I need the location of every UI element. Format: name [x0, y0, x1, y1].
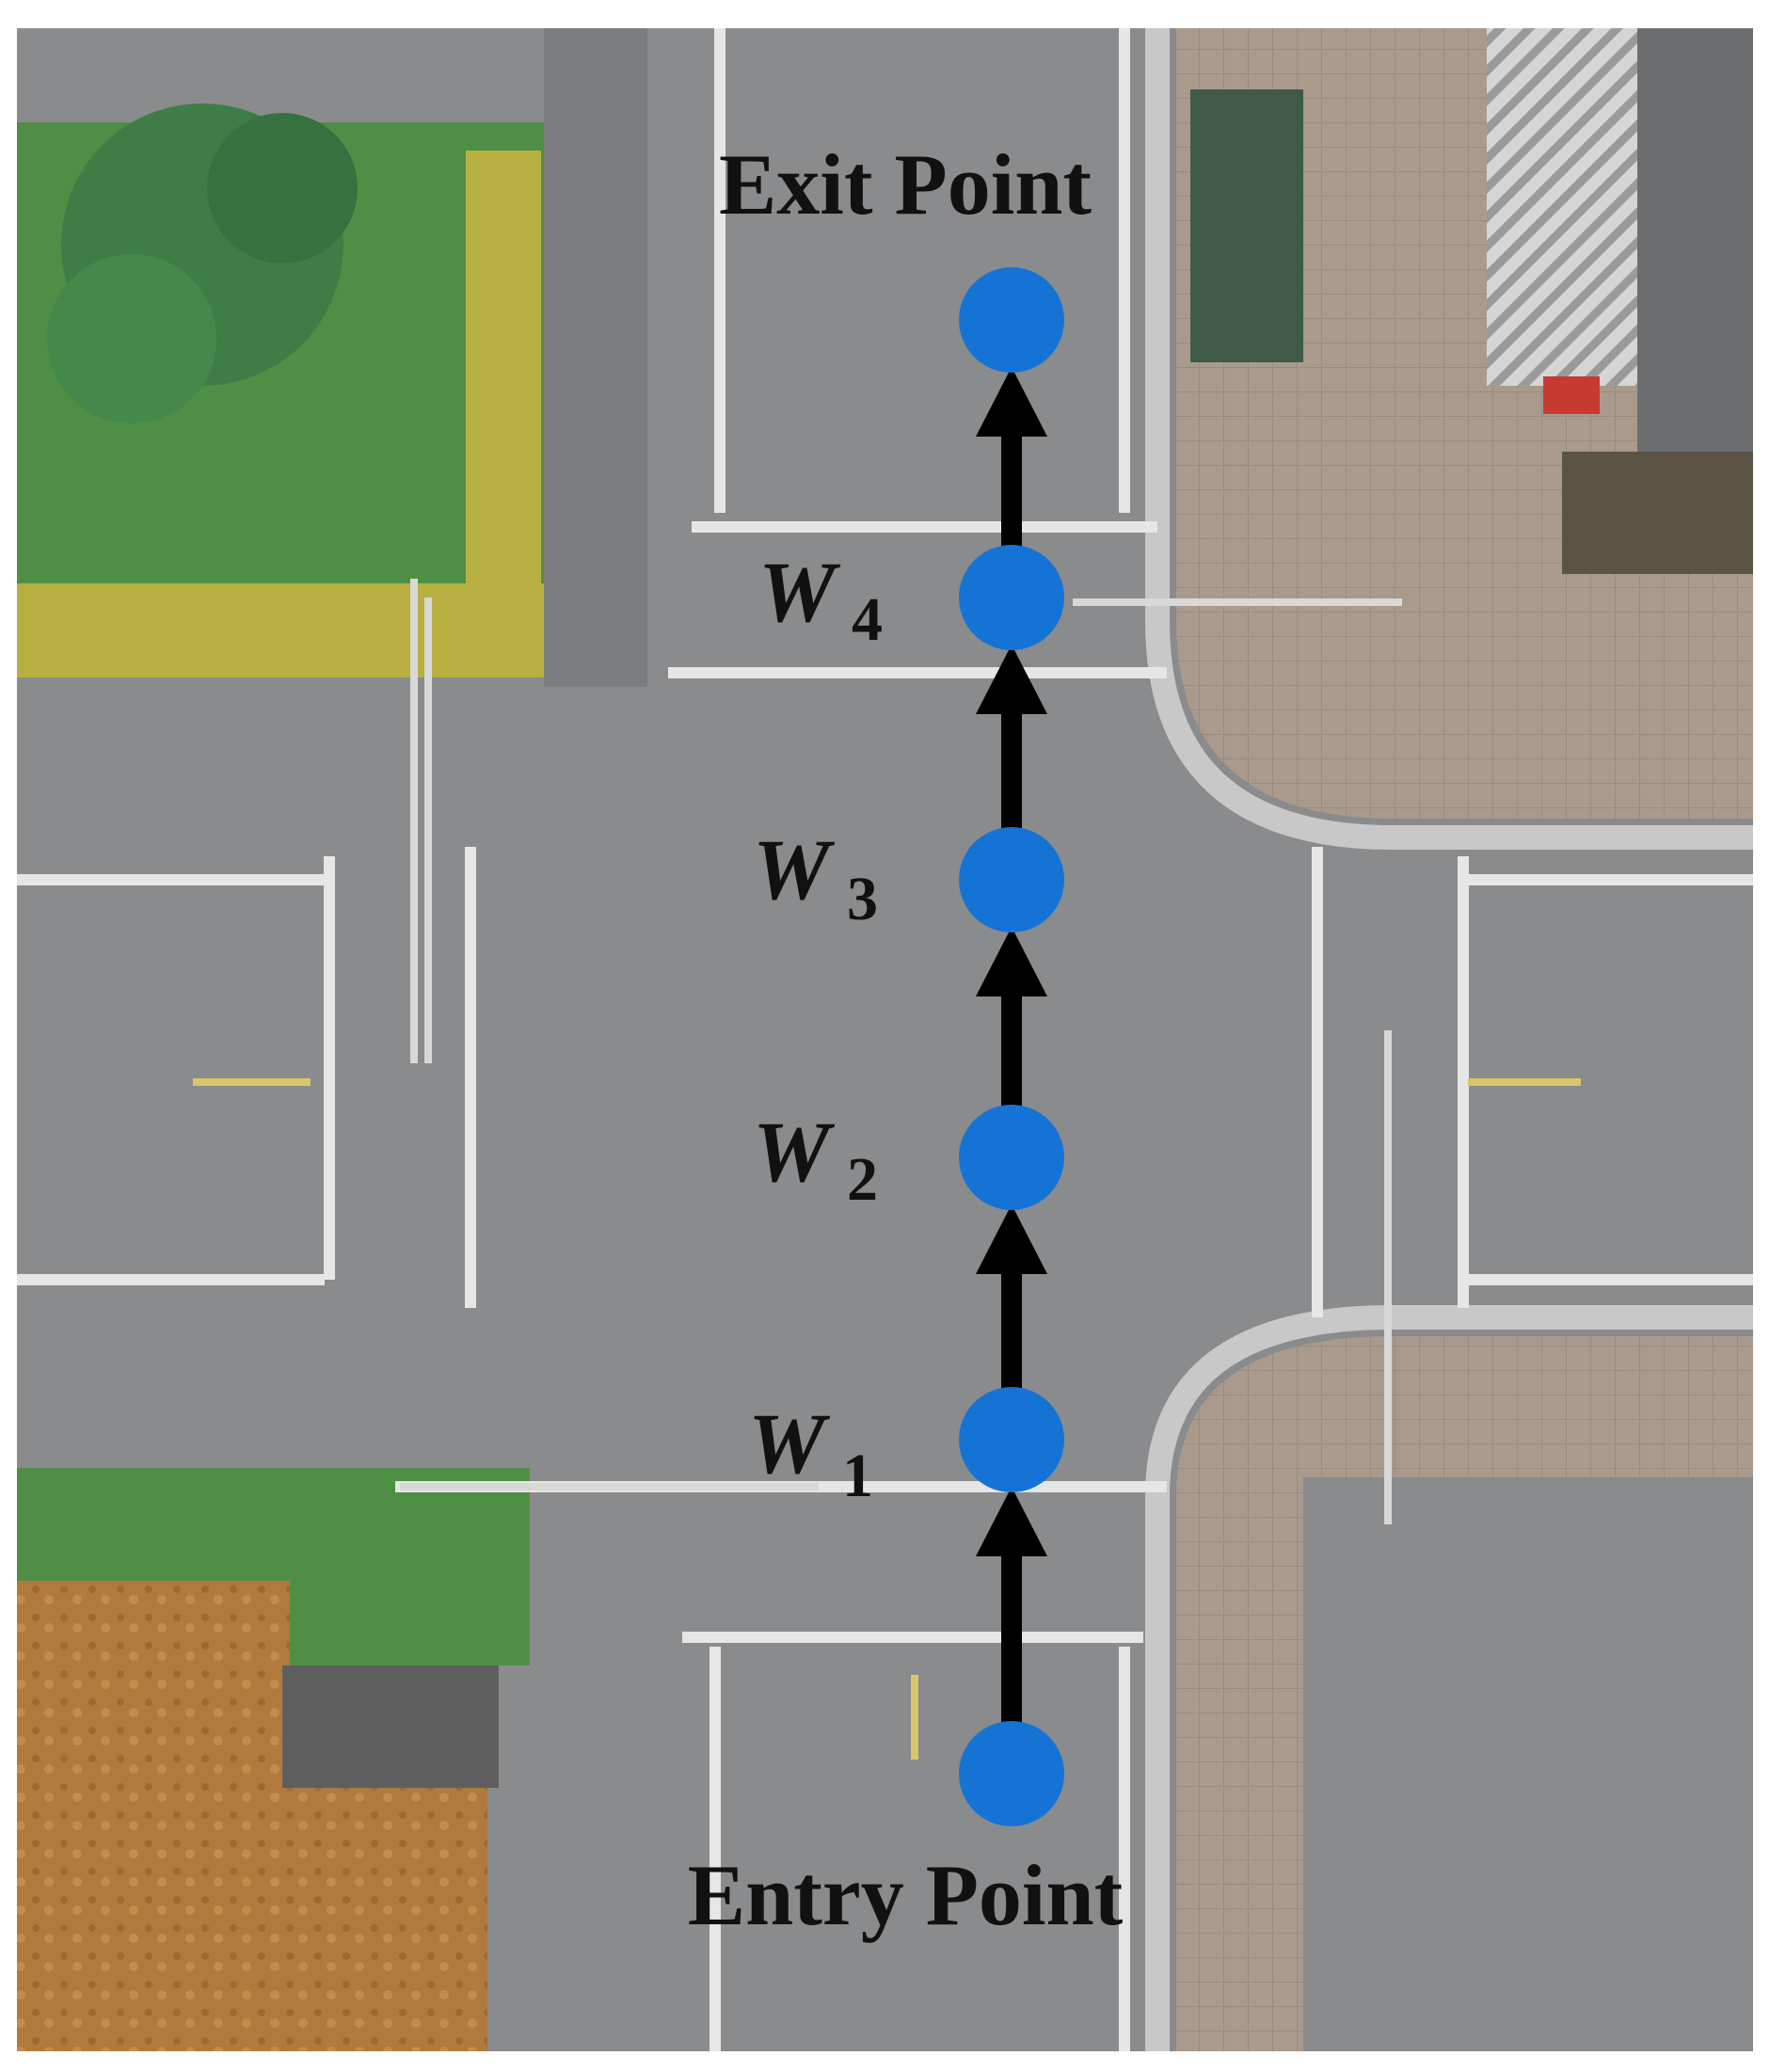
path-arrow-head — [976, 645, 1047, 714]
waypoint-label-w4: W 4 — [758, 544, 883, 654]
waypoint-subscript: 4 — [852, 585, 883, 654]
bottom-left-block — [17, 1468, 530, 2051]
entry-point-label: Entry Point — [688, 1847, 1124, 1943]
exit-point-label: Exit Point — [719, 136, 1092, 232]
path-arrow-head — [976, 1204, 1047, 1274]
waypoint-letter: W — [753, 821, 836, 917]
waypoint-subscript: 1 — [842, 1442, 873, 1510]
top-right-plaza — [1145, 28, 1753, 850]
waypoint-node-w2 — [959, 1105, 1064, 1210]
waypoint-node-w3 — [959, 827, 1064, 932]
waypoint-label-w3: W 3 — [753, 821, 878, 933]
path-arrow-head — [976, 367, 1047, 437]
waypoint-node-w1 — [959, 1387, 1064, 1492]
sidewalk-top-left — [544, 28, 647, 687]
waypoint-letter: W — [753, 1104, 836, 1200]
center-dashes — [193, 1078, 1581, 1760]
waypoint-subscript: 2 — [847, 1145, 878, 1214]
bottom-right-plaza — [1145, 1305, 1753, 2051]
waypoint-nodes — [959, 267, 1064, 1826]
waypoint-label-w2: W 2 — [753, 1104, 878, 1214]
waypoint-node-w4 — [959, 545, 1064, 650]
waypoint-label-w1: W 1 — [748, 1395, 873, 1510]
waypoint-letter: W — [758, 544, 841, 640]
street-poles — [400, 579, 1402, 1524]
exit-point-node — [959, 267, 1064, 373]
path-arrow-head — [976, 1487, 1047, 1556]
waypoint-letter: W — [748, 1395, 831, 1491]
top-left-park — [17, 104, 544, 677]
waypoint-subscript: 3 — [847, 865, 878, 933]
path-arrows — [976, 367, 1047, 1725]
path-arrow-head — [976, 927, 1047, 996]
entry-point-node — [959, 1721, 1064, 1826]
